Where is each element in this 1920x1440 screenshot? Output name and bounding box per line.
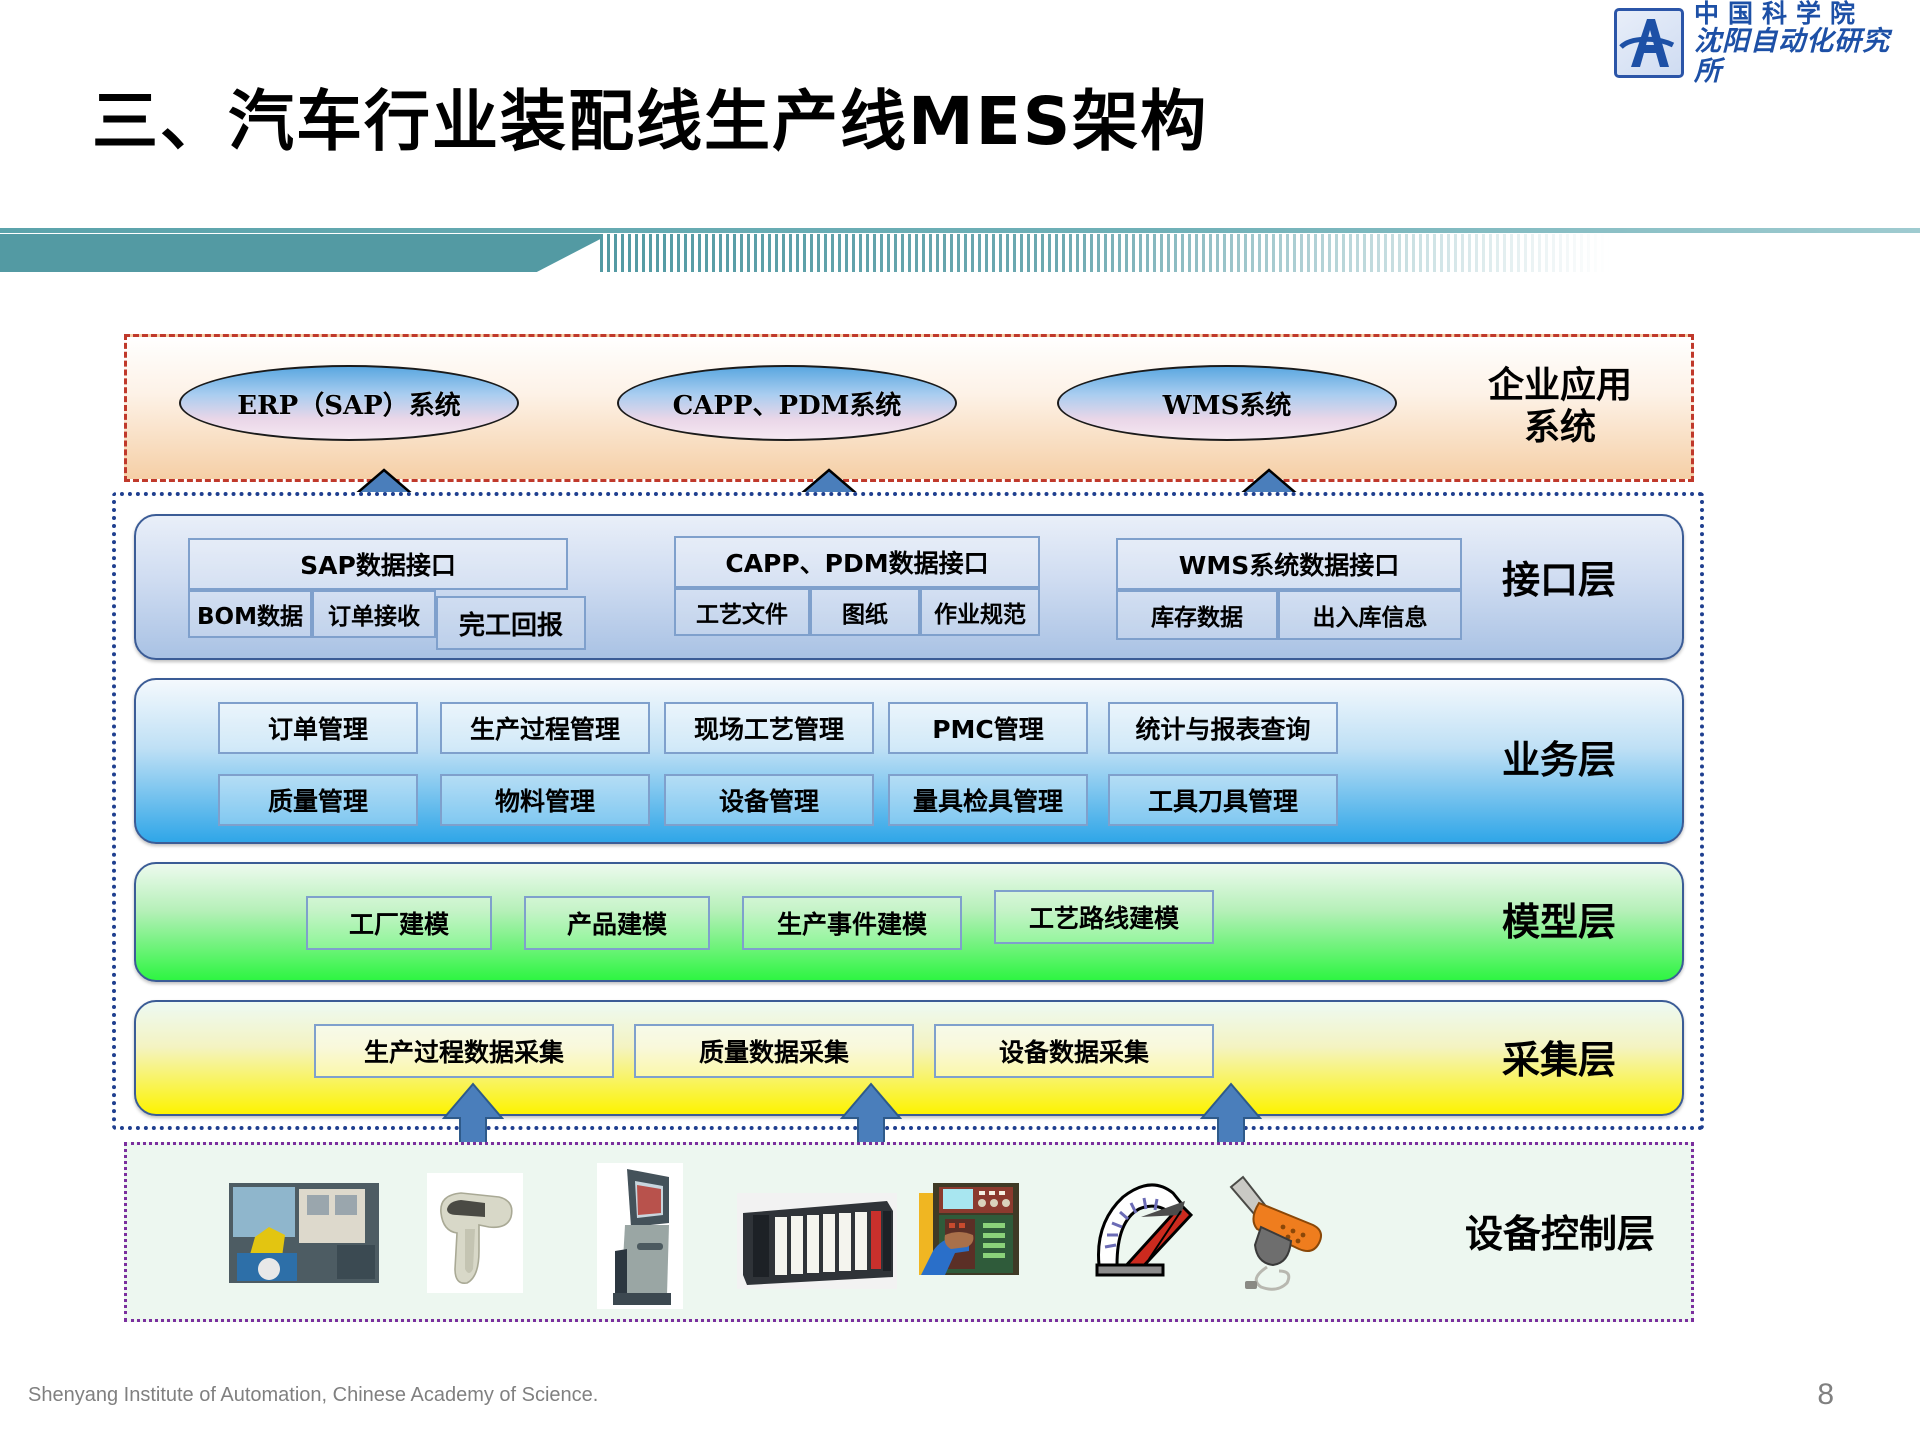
collection-item-production-data[interactable]: 生产过程数据采集 (314, 1024, 614, 1078)
interface-item-completion-report[interactable]: 完工回报 (436, 596, 586, 650)
system-ellipse-capp-pdm[interactable]: CAPP、PDM系统 (617, 365, 957, 441)
model-layer-label: 模型层 (1501, 900, 1616, 944)
interface-item-stock-data[interactable]: 库存数据 (1116, 590, 1278, 640)
mes-system-container: SAP数据接口 BOM数据 订单接收 完工回报 CAPP、PDM数据接口 工艺文… (112, 492, 1704, 1130)
robot-welding-cell-image (229, 1183, 379, 1288)
interface-item-bom[interactable]: BOM数据 (188, 590, 312, 638)
academy-a-emblem-icon (1614, 8, 1684, 78)
model-item-event-modeling[interactable]: 生产事件建模 (742, 896, 962, 950)
interface-group-title-wms[interactable]: WMS系统数据接口 (1116, 538, 1462, 590)
control-panel-operator-image (917, 1179, 1027, 1290)
plc-rack-image (737, 1193, 897, 1294)
business-item-onsite-process-mgmt[interactable]: 现场工艺管理 (664, 702, 874, 754)
institute-logo: 中国科学院 沈阳自动化研究所 (1614, 0, 1910, 87)
interface-layer-label: 接口层 (1501, 558, 1616, 602)
business-item-quality-mgmt[interactable]: 质量管理 (218, 774, 418, 826)
business-item-gauge-mgmt[interactable]: 量具检具管理 (888, 774, 1088, 826)
collection-layer: 生产过程数据采集 质量数据采集 设备数据采集 采集层 (134, 1000, 1684, 1116)
interface-item-work-spec[interactable]: 作业规范 (920, 588, 1040, 636)
banner-stripe-block (600, 234, 1610, 272)
power-drill-image (1221, 1171, 1341, 1300)
barcode-scanner-image (427, 1173, 523, 1298)
banner-solid-block (0, 234, 610, 272)
page-number: 8 (1817, 1378, 1834, 1411)
logo-line-academy: 中国科学院 (1694, 0, 1865, 29)
interface-group-title-capp-pdm[interactable]: CAPP、PDM数据接口 (674, 536, 1040, 588)
interface-item-process-file[interactable]: 工艺文件 (674, 588, 810, 636)
model-layer: 工厂建模 产品建模 生产事件建模 工艺路线建模 模型层 (134, 862, 1684, 982)
system-ellipse-erp[interactable]: ERP（SAP）系统 (179, 365, 519, 441)
model-item-product-modeling[interactable]: 产品建模 (524, 896, 710, 950)
business-item-stats-report-query[interactable]: 统计与报表查询 (1108, 702, 1338, 754)
analog-gauge-image (1089, 1181, 1194, 1284)
business-layer-label: 业务层 (1501, 738, 1616, 782)
page-title: 三、汽车行业装配线生产线MES架构 (92, 83, 1209, 160)
collection-layer-label: 采集层 (1501, 1038, 1616, 1082)
enterprise-layer-label: 企业应用 系统 (1487, 365, 1632, 449)
model-item-route-modeling[interactable]: 工艺路线建模 (994, 890, 1214, 944)
logo-line-institute: 沈阳自动化研究所 (1694, 26, 1890, 87)
business-item-pmc-mgmt[interactable]: PMC管理 (888, 702, 1088, 754)
interface-item-inout-stock[interactable]: 出入库信息 (1278, 590, 1462, 640)
business-layer: 订单管理 生产过程管理 现场工艺管理 PMC管理 统计与报表查询 质量管理 物料… (134, 678, 1684, 844)
business-item-tool-cutter-mgmt[interactable]: 工具刀具管理 (1108, 774, 1338, 826)
system-label-wms: WMS系统 (1162, 390, 1292, 421)
interface-group-title-sap[interactable]: SAP数据接口 (188, 538, 568, 590)
banner-rule (0, 228, 1920, 233)
interface-layer: SAP数据接口 BOM数据 订单接收 完工回报 CAPP、PDM数据接口 工艺文… (134, 514, 1684, 660)
business-item-equipment-mgmt[interactable]: 设备管理 (664, 774, 874, 826)
interface-item-order-receive[interactable]: 订单接收 (312, 590, 436, 638)
kiosk-terminal-image (597, 1163, 683, 1314)
model-item-factory-modeling[interactable]: 工厂建模 (306, 896, 492, 950)
device-control-layer-label: 设备控制层 (1464, 1212, 1655, 1256)
collection-item-equipment-data[interactable]: 设备数据采集 (934, 1024, 1214, 1078)
device-control-layer: 设备控制层 (124, 1142, 1694, 1322)
system-ellipse-wms[interactable]: WMS系统 (1057, 365, 1397, 441)
enterprise-application-layer: ERP（SAP）系统 CAPP、PDM系统 WMS系统 企业应用 系统 (124, 334, 1694, 482)
business-item-order-mgmt[interactable]: 订单管理 (218, 702, 418, 754)
interface-item-drawing[interactable]: 图纸 (810, 588, 920, 636)
footer-institute-text: Shenyang Institute of Automation, Chines… (28, 1384, 599, 1406)
system-label-erp: ERP（SAP）系统 (237, 390, 461, 421)
decorative-banner (0, 228, 1920, 272)
collection-item-quality-data[interactable]: 质量数据采集 (634, 1024, 914, 1078)
business-item-material-mgmt[interactable]: 物料管理 (440, 774, 650, 826)
system-label-capp-pdm: CAPP、PDM系统 (672, 390, 902, 421)
business-item-production-process-mgmt[interactable]: 生产过程管理 (440, 702, 650, 754)
